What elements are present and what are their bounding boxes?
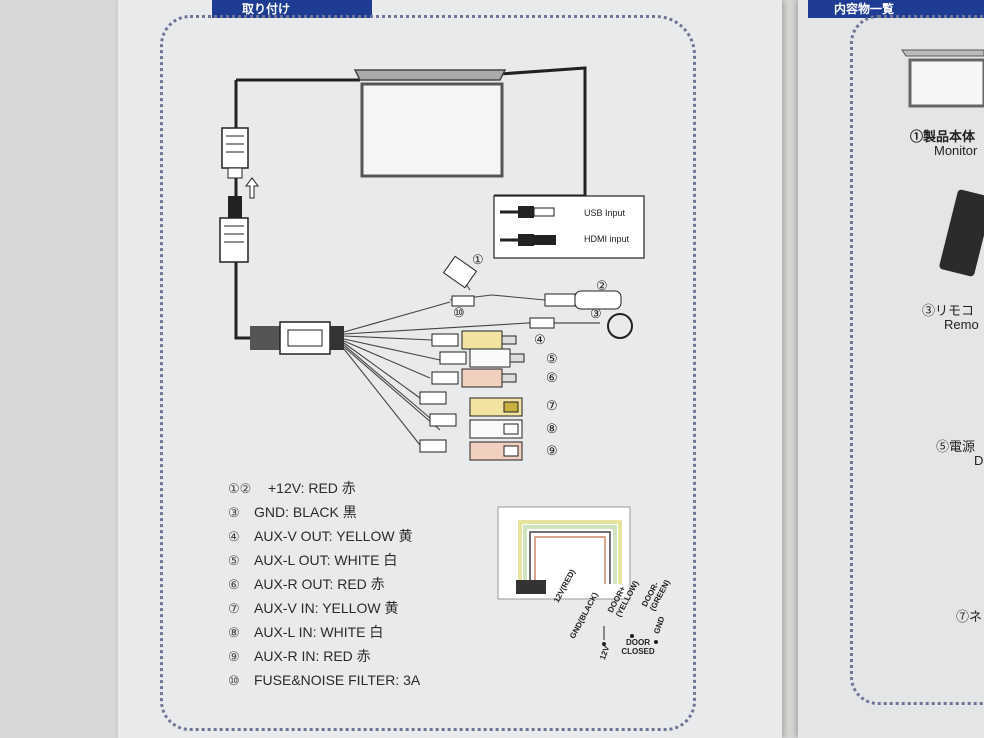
section-title-contents: 内容物一覧 bbox=[808, 0, 984, 18]
legend-text: AUX-L OUT: WHITE 白 bbox=[254, 552, 398, 568]
contents-item-3-sub: Remo bbox=[944, 317, 979, 332]
connector-num-5: ⑤ bbox=[546, 351, 558, 366]
section-title-installation: 取り付け bbox=[212, 0, 372, 18]
diagram-frame bbox=[160, 15, 696, 731]
manual-page-right bbox=[798, 0, 984, 738]
hdmi-input-label: HDMI input bbox=[584, 234, 630, 244]
legend-row: ⑩ FUSE&NOISE FILTER: 3A bbox=[228, 668, 420, 692]
legend-num: ⑨ bbox=[228, 649, 240, 664]
usb-input-label: USB Input bbox=[584, 208, 626, 218]
legend-num: ③ bbox=[228, 505, 240, 520]
legend-num: ④ bbox=[228, 529, 240, 544]
contents-illustrations bbox=[901, 49, 984, 277]
connector-num-1: ① bbox=[472, 252, 484, 267]
contents-item-5-sub: D bbox=[974, 453, 984, 468]
legend-num: ⑩ bbox=[228, 673, 240, 688]
legend-text: AUX-L IN: WHITE 白 bbox=[254, 624, 384, 640]
connector-num-10: ⑩ bbox=[453, 305, 465, 320]
rca-connectors bbox=[419, 330, 525, 461]
legend-text: AUX-V IN: YELLOW 黄 bbox=[254, 600, 399, 616]
connector-num-6: ⑥ bbox=[546, 370, 558, 385]
door-wiring-diagram bbox=[497, 506, 658, 646]
legend-row: ③ GND: BLACK 黒 bbox=[228, 500, 420, 524]
legend-num: ⑧ bbox=[228, 625, 240, 640]
usb-hdmi-box bbox=[493, 195, 645, 259]
connector-num-8: ⑧ bbox=[546, 421, 558, 436]
contents-item-7: ⑦ネ bbox=[956, 609, 983, 624]
legend-row: ⑦ AUX-V IN: YELLOW 黄 bbox=[228, 596, 420, 620]
door-terminal-closed: DOOR CLOSED bbox=[621, 638, 655, 656]
contents-frame bbox=[850, 15, 984, 705]
contents-item-1-sub: Monitor bbox=[934, 143, 978, 158]
main-plug-icon bbox=[250, 321, 344, 355]
legend-text: AUX-R IN: RED 赤 bbox=[254, 648, 371, 664]
legend-text: FUSE&NOISE FILTER: 3A bbox=[254, 672, 421, 688]
harness-connector-icon bbox=[219, 127, 259, 263]
legend-text: AUX-V OUT: YELLOW 黄 bbox=[254, 528, 413, 544]
contents-item-1: ①製品本体 bbox=[910, 129, 976, 144]
legend-num: ⑦ bbox=[228, 601, 240, 616]
connector-num-4: ④ bbox=[534, 332, 546, 347]
legend-row: ⑥ AUX-R OUT: RED 赤 bbox=[228, 572, 420, 596]
monitor-icon bbox=[353, 69, 507, 178]
contents-item-3: ③リモコ bbox=[922, 303, 975, 318]
wiring-legend: ①② +12V: RED 赤 ③ GND: BLACK 黒 ④ AUX-V OUT: … bbox=[228, 476, 420, 692]
connector-num-3: ③ bbox=[590, 306, 602, 321]
legend-row: ④ AUX-V OUT: YELLOW 黄 bbox=[228, 524, 420, 548]
connector-num-7: ⑦ bbox=[546, 398, 558, 413]
legend-text: +12V: RED 赤 bbox=[268, 480, 356, 496]
connector-num-9: ⑨ bbox=[546, 443, 558, 458]
legend-num: ①② bbox=[228, 481, 252, 496]
legend-num: ⑤ bbox=[228, 553, 240, 568]
legend-text: AUX-R OUT: RED 赤 bbox=[254, 576, 385, 592]
legend-row: ⑨ AUX-R IN: RED 赤 bbox=[228, 644, 420, 668]
legend-row: ⑤ AUX-L OUT: WHITE 白 bbox=[228, 548, 420, 572]
connector-num-2: ② bbox=[596, 278, 608, 293]
legend-num: ⑥ bbox=[228, 577, 240, 592]
legend-text: GND: BLACK 黒 bbox=[254, 504, 357, 520]
legend-row: ①② +12V: RED 赤 bbox=[228, 476, 420, 500]
contents-item-5: ⑤電源 bbox=[936, 439, 976, 454]
legend-row: ⑧ AUX-L IN: WHITE 白 bbox=[228, 620, 420, 644]
